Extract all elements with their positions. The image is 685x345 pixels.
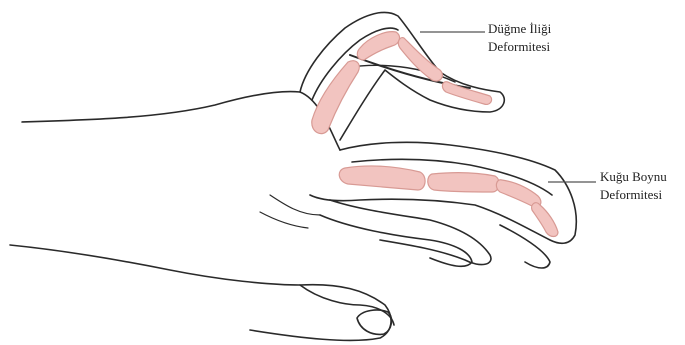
swan-neck-finger-outline — [310, 142, 576, 243]
ring-finger-outline — [330, 200, 491, 265]
swan-neck-deformity-label: Kuğu Boynu Deformitesi — [600, 168, 667, 204]
thumb-outline — [300, 285, 394, 325]
boutonniere-deformity-label: Düğme İliği Deformitesi — [488, 20, 551, 56]
palm-crease — [270, 195, 320, 215]
ring-finger-tip — [500, 225, 550, 268]
boutonniere-middle-phalanx-bone — [398, 38, 442, 81]
swan-neck-metacarpal-bone — [339, 166, 425, 190]
hand-palm-outline — [10, 245, 391, 340]
hand-dorsum-outline — [22, 92, 340, 150]
boutonniere-proximal-phalanx-bone — [357, 32, 399, 60]
swan-neck-label-line2: Deformitesi — [600, 186, 667, 204]
boutonniere-label-line2: Deformitesi — [488, 38, 551, 56]
boutonniere-metacarpal-bone — [312, 61, 359, 134]
swan-neck-proximal-phalanx-bone — [428, 173, 500, 192]
little-finger-outline — [320, 215, 472, 266]
swan-neck-distal-phalanx-bone — [532, 203, 558, 237]
swan-neck-label-line1: Kuğu Boynu — [600, 168, 667, 186]
palm-crease-2 — [260, 212, 308, 228]
boutonniere-label-line1: Düğme İliği — [488, 20, 551, 38]
